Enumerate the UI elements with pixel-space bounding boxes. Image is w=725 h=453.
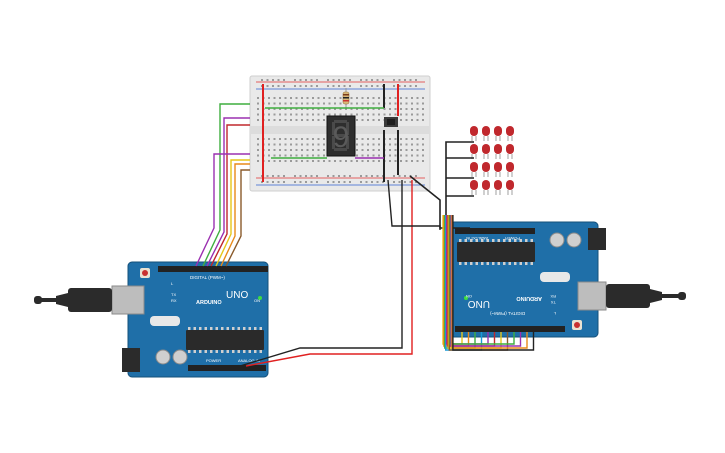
display-digit: 9 (333, 121, 350, 154)
rx-label: RX (171, 298, 177, 303)
usb-cable-right (606, 284, 686, 308)
rx-label: RX (550, 294, 556, 299)
digital-header-label: DIGITAL (PWM~) (490, 311, 525, 316)
led (506, 162, 514, 177)
breadboard-jumpers (262, 84, 399, 182)
on-label: ON (254, 298, 260, 303)
power-label: POWER (505, 236, 520, 241)
chip-pins (459, 239, 533, 265)
wires-left-board (195, 103, 250, 267)
led (470, 126, 478, 141)
arduino-left: DIGITAL (PWM~) ARDUINO UNO TX RX L ON PO… (111, 261, 269, 378)
tx-label: TX (171, 292, 176, 297)
resistor (342, 88, 350, 108)
analog-label: ANALOG IN (238, 358, 260, 363)
pushbutton (384, 117, 398, 127)
led (470, 180, 478, 195)
on-label: ON (466, 294, 472, 299)
led (494, 162, 502, 177)
led (506, 126, 514, 141)
led (506, 180, 514, 195)
led (482, 162, 490, 177)
led (494, 126, 502, 141)
tx-label: TX (551, 300, 556, 305)
model-label: UNO (226, 290, 248, 301)
seven-segment-display: 9 (326, 115, 356, 157)
led (506, 144, 514, 159)
wires-led-bus (409, 141, 474, 229)
usb-cable-left (34, 288, 112, 312)
chip-pins (188, 327, 262, 353)
l-label: L (171, 281, 174, 286)
wires-right-digital (442, 215, 535, 351)
led (470, 162, 478, 177)
brand-label: ARDUINO (516, 295, 542, 301)
led (482, 126, 490, 141)
brand-label: ARDUINO (196, 300, 222, 306)
wires-power (239, 179, 441, 367)
led (494, 180, 502, 195)
led (482, 180, 490, 195)
analog-label: ANALOG IN (466, 236, 488, 241)
led (470, 144, 478, 159)
digital-header-label: DIGITAL (PWM~) (190, 275, 225, 280)
led (494, 144, 502, 159)
arduino-right: DIGITAL (PWM~) ARDUINO UNO TX RX L ON PO… (449, 221, 607, 338)
l-label: L (553, 311, 556, 316)
led-matrix (470, 126, 514, 195)
power-label: POWER (206, 358, 221, 363)
model-label: UNO (468, 298, 490, 309)
led (482, 144, 490, 159)
